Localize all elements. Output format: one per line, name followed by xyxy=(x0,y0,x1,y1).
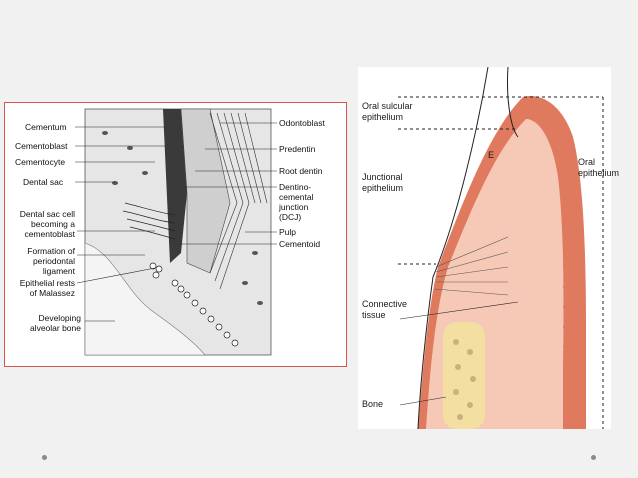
label-cementum: Cementum xyxy=(25,122,67,132)
slide-dot-left xyxy=(42,455,47,460)
histology-figure: Cementum Cementoblast Cementocyte Dental… xyxy=(4,102,347,367)
label-odontoblast: Odontoblast xyxy=(279,118,325,128)
label-cementoblast: Cementoblast xyxy=(15,141,68,151)
label-oral-epithelium: Oral epithelium xyxy=(578,157,620,178)
label-bone: Bone xyxy=(362,399,384,409)
label-dental-sac-cell: Dental sac cell becoming a cementoblast xyxy=(19,209,75,239)
label-oral-sulcular-epithelium: Oral sulcular epithelium xyxy=(362,101,413,122)
label-periodontal-ligament: Formation of periodontal ligament xyxy=(27,246,75,276)
label-connective-tissue: Connective tissue xyxy=(362,299,408,320)
gingiva-illustration xyxy=(398,67,604,429)
label-pulp: Pulp xyxy=(279,227,297,237)
label-epithelial-rests: Epithelial rests of Malassez xyxy=(19,278,75,298)
histology-illustration xyxy=(75,108,277,356)
label-dental-sac: Dental sac xyxy=(23,177,64,187)
gingiva-figure: Oral sulcular epithelium Junctional epit… xyxy=(358,67,619,429)
label-predentin: Predentin xyxy=(279,144,316,154)
label-root-dentin: Root dentin xyxy=(279,166,323,176)
slide-dot-right xyxy=(591,455,596,460)
label-enamel: E xyxy=(488,150,495,160)
label-cementocyte: Cementocyte xyxy=(15,157,66,167)
label-dcj: Dentino- cemental junction (DCJ) xyxy=(279,182,314,222)
label-alveolar-bone: Developing alveolar bone xyxy=(29,313,81,333)
label-cementoid: Cementoid xyxy=(279,239,321,249)
label-junctional-epithelium: Junctional epithelium xyxy=(362,172,404,193)
